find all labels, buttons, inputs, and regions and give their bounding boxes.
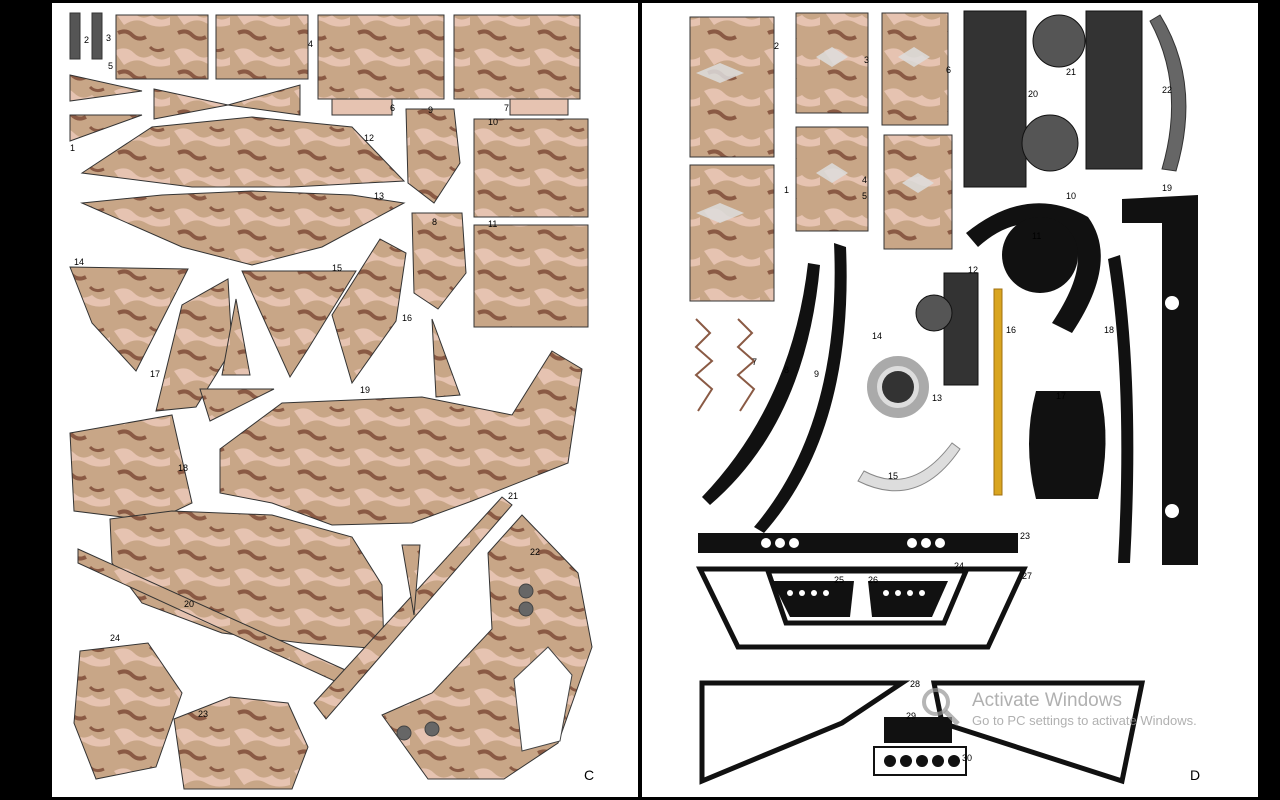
- part-number-label: 23: [1020, 531, 1030, 541]
- part-number-label: 15: [332, 263, 342, 273]
- part-number-label: 24: [954, 561, 964, 571]
- part-number-label: 20: [1028, 89, 1038, 99]
- part-number-label: 28: [910, 679, 920, 689]
- part-number-label: 18: [1104, 325, 1114, 335]
- part-number-label: 10: [1066, 191, 1076, 201]
- part-number-label: 2: [84, 35, 89, 45]
- part-number-label: 13: [374, 191, 384, 201]
- part-number-label: 24: [110, 633, 120, 643]
- part-number-label: 30: [962, 753, 972, 763]
- part-number-label: 12: [364, 133, 374, 143]
- part-number-label: 7: [752, 357, 757, 367]
- part-number-label: 9: [428, 105, 433, 115]
- part-number-label: 11: [488, 219, 497, 229]
- part-number-label: 19: [1162, 183, 1172, 193]
- part-number-label: 16: [402, 313, 412, 323]
- part-number-label: 6: [946, 65, 951, 75]
- part-number-label: 3: [106, 33, 111, 43]
- sheet-letter: C: [584, 767, 595, 783]
- part-number-label: 29: [906, 711, 916, 721]
- sheet-letter: D: [1190, 767, 1201, 783]
- part-number-label: 19: [360, 385, 370, 395]
- part-number-label: 4: [862, 175, 867, 185]
- part-number-label: 17: [1056, 391, 1066, 401]
- part-number-label: 14: [74, 257, 84, 267]
- part-number-label: 26: [868, 575, 878, 585]
- part-number-label: 20: [184, 599, 194, 609]
- part-number-label: 3: [864, 55, 869, 65]
- part-number-label: 23: [198, 709, 208, 719]
- part-number-label: 1: [784, 185, 789, 195]
- part-number-label: 4: [308, 39, 313, 49]
- part-number-label: 22: [530, 547, 540, 557]
- part-number-label: 1: [70, 143, 75, 153]
- magnifier-icon: [922, 688, 960, 726]
- part-number-label: 13: [932, 393, 942, 403]
- part-number-label: 10: [488, 117, 498, 127]
- part-number-label: 21: [1066, 67, 1076, 77]
- part-number-label: 18: [178, 463, 188, 473]
- part-number-label: 5: [862, 191, 867, 201]
- part-number-label: 2: [774, 41, 779, 51]
- part-number-label: 8: [432, 217, 437, 227]
- part-number-label: 16: [1006, 325, 1016, 335]
- part-number-label: 14: [872, 331, 882, 341]
- part-number-label: 9: [814, 369, 819, 379]
- part-number-label: 6: [390, 103, 395, 113]
- part-number-label: 27: [1022, 571, 1032, 581]
- part-number-label: 8: [784, 365, 789, 375]
- part-number-label: 7: [504, 103, 509, 113]
- part-number-label: 21: [508, 491, 518, 501]
- part-number-label: 12: [968, 265, 978, 275]
- part-number-label: 25: [834, 575, 844, 585]
- part-number-label: 17: [150, 369, 160, 379]
- part-number-label: 11: [1032, 231, 1041, 241]
- part-number-label: 5: [108, 61, 113, 71]
- part-number-label: 22: [1162, 85, 1172, 95]
- part-number-label: 15: [888, 471, 898, 481]
